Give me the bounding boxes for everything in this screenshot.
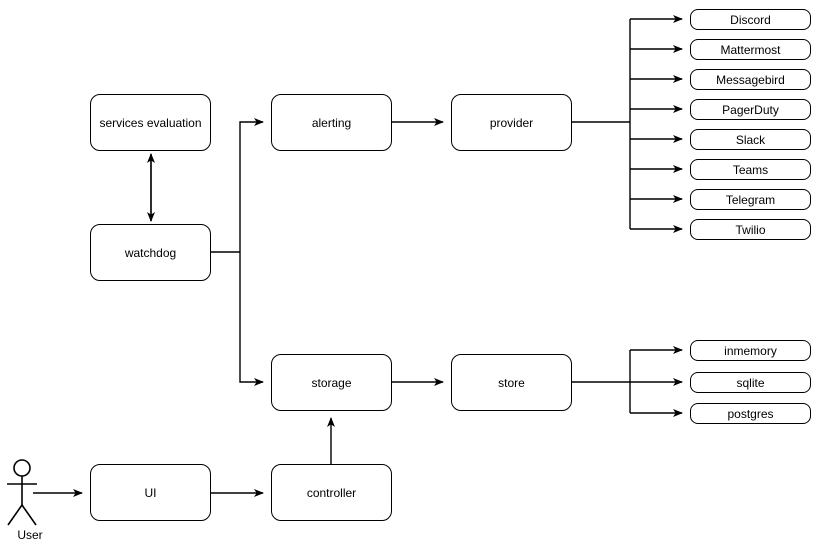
node-label: PagerDuty — [722, 102, 779, 117]
node-label: alerting — [311, 115, 352, 130]
edge-provider-fanout — [570, 15, 683, 233]
node-provider-discord[interactable]: Discord — [690, 9, 811, 30]
node-provider-telegram[interactable]: Telegram — [690, 189, 811, 210]
node-label: Slack — [735, 132, 766, 147]
node-store[interactable]: store — [451, 354, 572, 411]
node-label: UI — [144, 485, 157, 500]
node-label: storage — [311, 375, 352, 390]
edge-watchdog-branch — [211, 118, 264, 386]
node-label: Mattermost — [720, 42, 781, 57]
node-provider[interactable]: provider — [451, 94, 572, 151]
node-watchdog[interactable]: watchdog — [90, 224, 211, 281]
node-label: provider — [489, 115, 534, 130]
node-provider-mattermost[interactable]: Mattermost — [690, 39, 811, 60]
edge-store-fanout — [570, 346, 683, 417]
node-store-sqlite[interactable]: sqlite — [690, 372, 811, 393]
node-services-evaluation[interactable]: services evaluation — [90, 94, 211, 151]
node-provider-teams[interactable]: Teams — [690, 159, 811, 180]
user-actor-label: User — [17, 528, 43, 542]
node-provider-twilio[interactable]: Twilio — [690, 219, 811, 240]
stick-figure-icon — [7, 459, 37, 526]
node-label: Discord — [730, 12, 771, 27]
node-label: controller — [306, 485, 357, 500]
node-label: store — [498, 375, 525, 390]
node-label: services evaluation — [99, 115, 202, 130]
node-label: inmemory — [724, 343, 777, 358]
node-label: postgres — [727, 406, 774, 421]
node-storage[interactable]: storage — [271, 354, 392, 411]
node-store-postgres[interactable]: postgres — [690, 403, 811, 424]
node-label: Telegram — [725, 192, 776, 207]
node-ui[interactable]: UI — [90, 464, 211, 521]
node-controller[interactable]: controller — [271, 464, 392, 521]
node-provider-messagebird[interactable]: Messagebird — [690, 69, 811, 90]
node-provider-pagerduty[interactable]: PagerDuty — [690, 99, 811, 120]
node-store-inmemory[interactable]: inmemory — [690, 340, 811, 361]
node-alerting[interactable]: alerting — [271, 94, 392, 151]
node-label: Messagebird — [716, 72, 785, 87]
node-label: Teams — [732, 162, 769, 177]
node-provider-slack[interactable]: Slack — [690, 129, 811, 150]
node-label: Twilio — [735, 222, 766, 237]
node-label: sqlite — [736, 375, 765, 390]
node-label: watchdog — [124, 245, 177, 260]
